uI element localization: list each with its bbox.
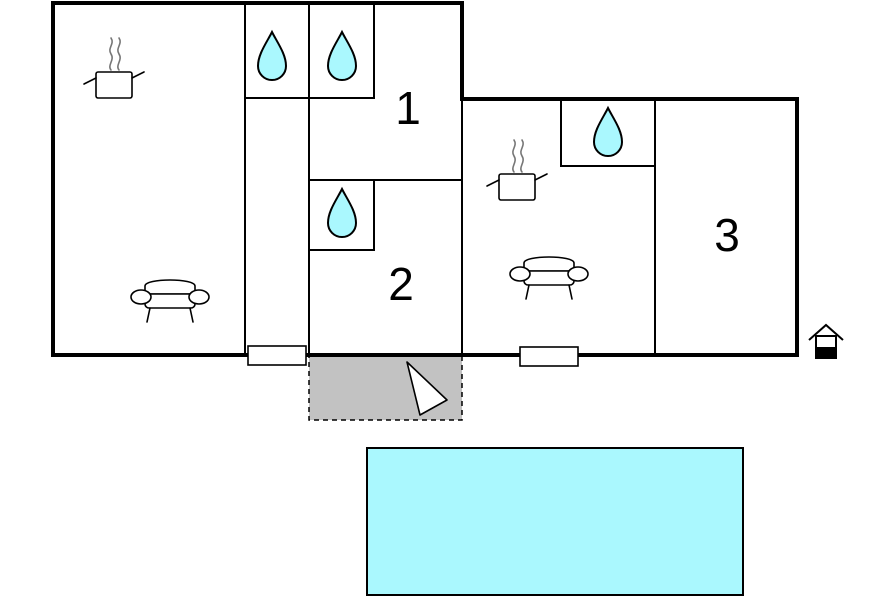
room-number-1: 1 [395,82,421,134]
entrance-icon [406,361,448,416]
bathroom-icon [592,105,624,157]
room-number-3: 3 [714,209,740,261]
bathroom-icon [326,186,358,238]
house-icon [808,323,844,359]
window [247,345,307,366]
terrace [308,355,463,421]
bathroom-icon [326,29,358,81]
bathroom-icon [256,29,288,81]
exterior-wall [51,1,799,357]
kitchen-icon [486,139,548,201]
room-number-2: 2 [388,258,414,310]
swimming-pool [366,447,744,596]
window [519,346,579,367]
living-room-icon [509,256,589,300]
kitchen-icon [83,37,145,99]
living-room-icon [130,279,210,323]
